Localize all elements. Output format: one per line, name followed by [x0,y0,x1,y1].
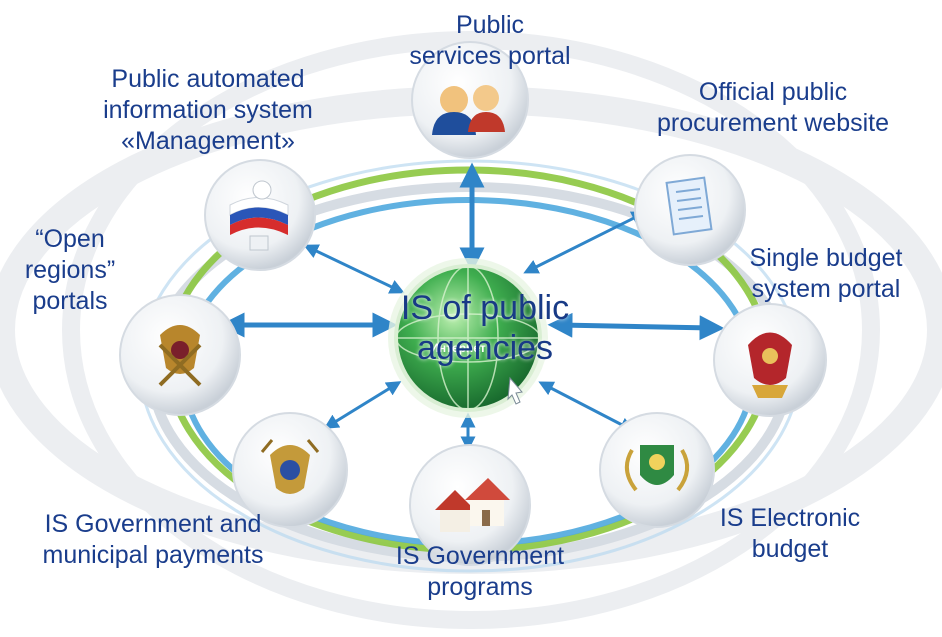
node-single-budget-portal [713,303,827,417]
label-line: services portal [409,42,571,70]
arrow-to-procurement [523,211,647,274]
globe-text: Интернет [430,341,486,355]
label-line: IS Electronic [719,504,861,532]
arrow-to-management [303,244,405,294]
node-procurement-website [634,154,746,266]
label-line: system portal [751,275,901,303]
label-line: information system [103,96,313,124]
node-public-services-portal [411,41,529,159]
label-is-government-programs: IS Government programs [370,541,590,603]
coat-of-arms-icon [748,332,792,398]
label-is-electronic-budget: IS Electronic budget [700,503,880,565]
label-line: IS Government and [44,510,262,538]
center-label: IS of public agencies [340,288,630,368]
label-management-system: Public automated information system «Man… [68,64,348,157]
arrow-to-single-budget [547,312,725,341]
eagle-emblem-icon [260,439,320,494]
label-line: Public [455,11,525,39]
connector-arrows [219,162,725,452]
label-line: budget [751,535,829,563]
label-line: IS Government [395,542,565,570]
center-label-line-2: agencies [416,329,554,367]
node-is-electronic-budget [599,412,715,528]
arrow-to-electronic-budget [538,381,635,432]
label-line: “Open [35,225,105,253]
users-icon [432,85,505,135]
label-open-regions-portals: “Open regions” portals [10,224,130,317]
houses-icon [435,478,510,532]
node-open-regions-portals [119,294,241,416]
center-label-line-1: IS of public [400,289,570,327]
arrow-to-municipal-payments [323,381,402,429]
label-line: programs [427,573,533,601]
center-node: Интернет [388,258,548,418]
node-management-system [204,159,316,271]
shield-emblem-icon [624,445,690,492]
label-line: Official public [698,78,848,106]
node-is-municipal-payments [232,412,348,528]
emblem-icon [158,325,202,387]
flag-figure-icon [229,180,289,251]
label-line: municipal payments [42,541,264,569]
label-line: portals [32,287,108,315]
label-public-services-portal: Public services portal [380,10,600,72]
label-is-municipal-payments: IS Government and municipal payments [8,509,298,571]
label-line: procurement website [656,109,890,137]
document-icon [665,176,713,236]
label-line: Public automated [111,65,305,93]
label-procurement-website: Official public procurement website [628,77,918,139]
label-line: Single budget [749,244,903,272]
label-single-budget-portal: Single budget system portal [720,243,932,305]
node-is-government-programs [409,444,531,566]
label-line: regions” [24,256,116,284]
label-line: «Management» [121,127,295,155]
